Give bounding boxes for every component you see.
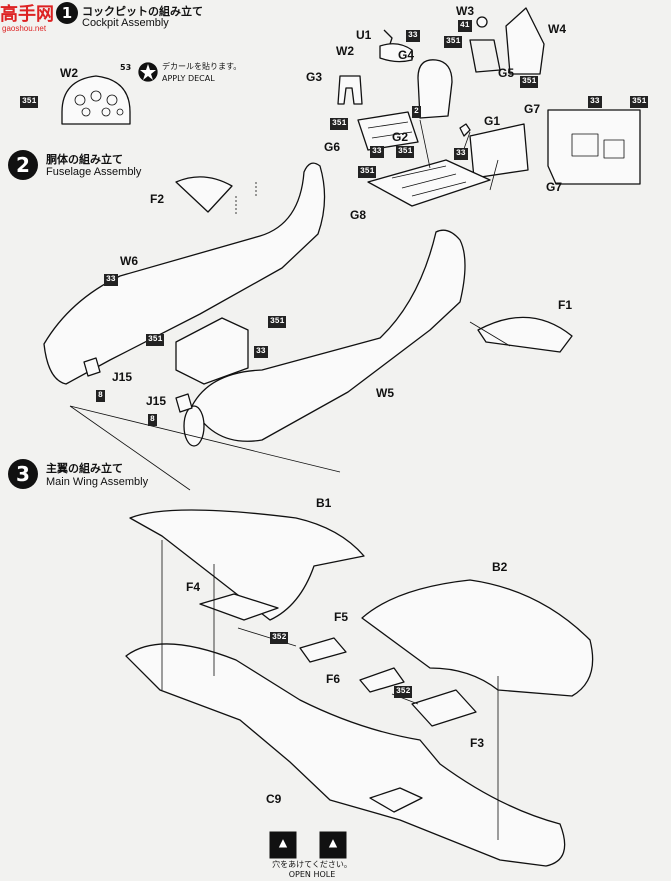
instrument-panel-w2 — [61, 75, 131, 125]
label-g5: G5 — [498, 66, 515, 80]
label-b2: B2 — [492, 560, 508, 574]
label-f3: F3 — [470, 736, 485, 750]
part-g4-seat — [417, 59, 453, 119]
step-1-title-jp: コックピットの組み立て — [82, 5, 203, 18]
step-3-title-jp: 主翼の組み立て — [46, 462, 123, 475]
paint-code-33: 33 — [104, 274, 118, 286]
part-g8-cockpit-floor — [367, 159, 491, 207]
paint-code-8: 8 — [96, 390, 105, 402]
label-f6: F6 — [326, 672, 341, 686]
paint-code-41: 41 — [458, 20, 472, 32]
label-u1: U1 — [356, 28, 372, 42]
step-3-number: 3 — [8, 459, 38, 489]
engine-cowling — [183, 405, 205, 447]
label-g3: G3 — [306, 70, 323, 84]
watermark-logo: 高手网 — [0, 4, 54, 25]
label-j15-b: J15 — [146, 394, 167, 408]
paint-code-2: 2 — [412, 106, 421, 118]
step-3-title-en: Main Wing Assembly — [46, 476, 149, 488]
paint-code-351: 351 — [444, 36, 463, 48]
cockpit-tub-assembly — [175, 317, 249, 385]
paint-code-351: 351 — [146, 334, 165, 346]
label-w5: W5 — [376, 386, 394, 400]
part-j15-left — [83, 357, 101, 377]
label-g7-b: G7 — [546, 180, 563, 194]
paint-code-33: 33 — [406, 30, 420, 42]
step-2-number: 2 — [8, 150, 38, 180]
paint-code-351: 351 — [358, 166, 377, 178]
decal-note-en: APPLY DECAL — [162, 74, 215, 83]
step-2-title-jp: 胴体の組み立て — [46, 153, 123, 166]
part-f5 — [299, 637, 347, 663]
label-w2-sight: W2 — [336, 44, 354, 58]
step-1-number: 1 — [56, 2, 78, 24]
decal-note-jp: デカールを貼ります。 — [162, 62, 242, 71]
label-j15-a: J15 — [112, 370, 133, 384]
part-g5 — [469, 39, 501, 73]
paint-code-33: 33 — [370, 146, 384, 158]
paint-code-352: 352 — [270, 632, 289, 644]
step-2-title-en: Fuselage Assembly — [46, 166, 142, 178]
part-w2-gunsight — [379, 43, 413, 63]
part-j15-right — [175, 393, 193, 413]
paint-code-33: 33 — [254, 346, 268, 358]
label-g1: G1 — [484, 114, 501, 128]
paint-code-351: 351 — [630, 96, 649, 108]
label-w6: W6 — [120, 254, 138, 268]
paint-code-351: 351 — [520, 76, 539, 88]
part-g6-rear-bulkhead — [357, 111, 419, 151]
part-f2-left-stabilizer — [175, 176, 233, 213]
label-g8: G8 — [350, 208, 367, 222]
watermark-url: gaoshou.net — [2, 24, 47, 33]
label-g6: G6 — [324, 140, 341, 154]
label-b1: B1 — [316, 496, 332, 510]
paint-code-351: 351 — [396, 146, 415, 158]
label-f4: F4 — [186, 580, 201, 594]
part-u1 — [383, 29, 393, 45]
fuselage-right-half-w5 — [191, 229, 466, 442]
paint-code-8: 8 — [148, 414, 157, 426]
wheel-well-cover — [369, 787, 423, 813]
part-g3 — [337, 75, 363, 105]
paint-code-33: 33 — [588, 96, 602, 108]
label-f5: F5 — [334, 610, 349, 624]
label-w3: W3 — [456, 4, 474, 18]
paint-code-351: 351 — [268, 316, 287, 328]
label-f2: F2 — [150, 192, 165, 206]
part-g7 — [469, 123, 529, 179]
label-c9: C9 — [266, 792, 282, 806]
label-w2-panel: W2 — [60, 66, 78, 80]
step-1-title-en: Cockpit Assembly — [82, 17, 169, 29]
label-g7-a: G7 — [524, 102, 541, 116]
part-w3 — [476, 16, 488, 28]
part-g1 — [459, 123, 471, 137]
decal-number: 53 — [120, 63, 132, 72]
part-f1-right-stabilizer — [477, 316, 573, 353]
part-f4 — [199, 593, 279, 621]
paint-code-351: 351 — [20, 96, 39, 108]
lower-wing-half — [125, 643, 566, 867]
open-hole-note-jp: 穴をあけてください。 — [272, 860, 352, 869]
label-f1: F1 — [558, 298, 573, 312]
part-b2-upper-wing-right — [361, 579, 594, 697]
label-w4: W4 — [548, 22, 566, 36]
label-g2: G2 — [392, 130, 409, 144]
paint-code-33: 33 — [454, 148, 468, 160]
open-hole-note-en: OPEN HOLE — [288, 870, 336, 879]
paint-code-352: 352 — [394, 686, 413, 698]
part-f3 — [411, 689, 477, 727]
label-g4: G4 — [398, 48, 415, 62]
part-f6 — [359, 667, 405, 693]
part-g7-sidewall — [547, 109, 641, 185]
paint-code-351: 351 — [330, 118, 349, 130]
part-b1-upper-wing-left — [129, 509, 365, 621]
part-w4 — [505, 7, 545, 75]
